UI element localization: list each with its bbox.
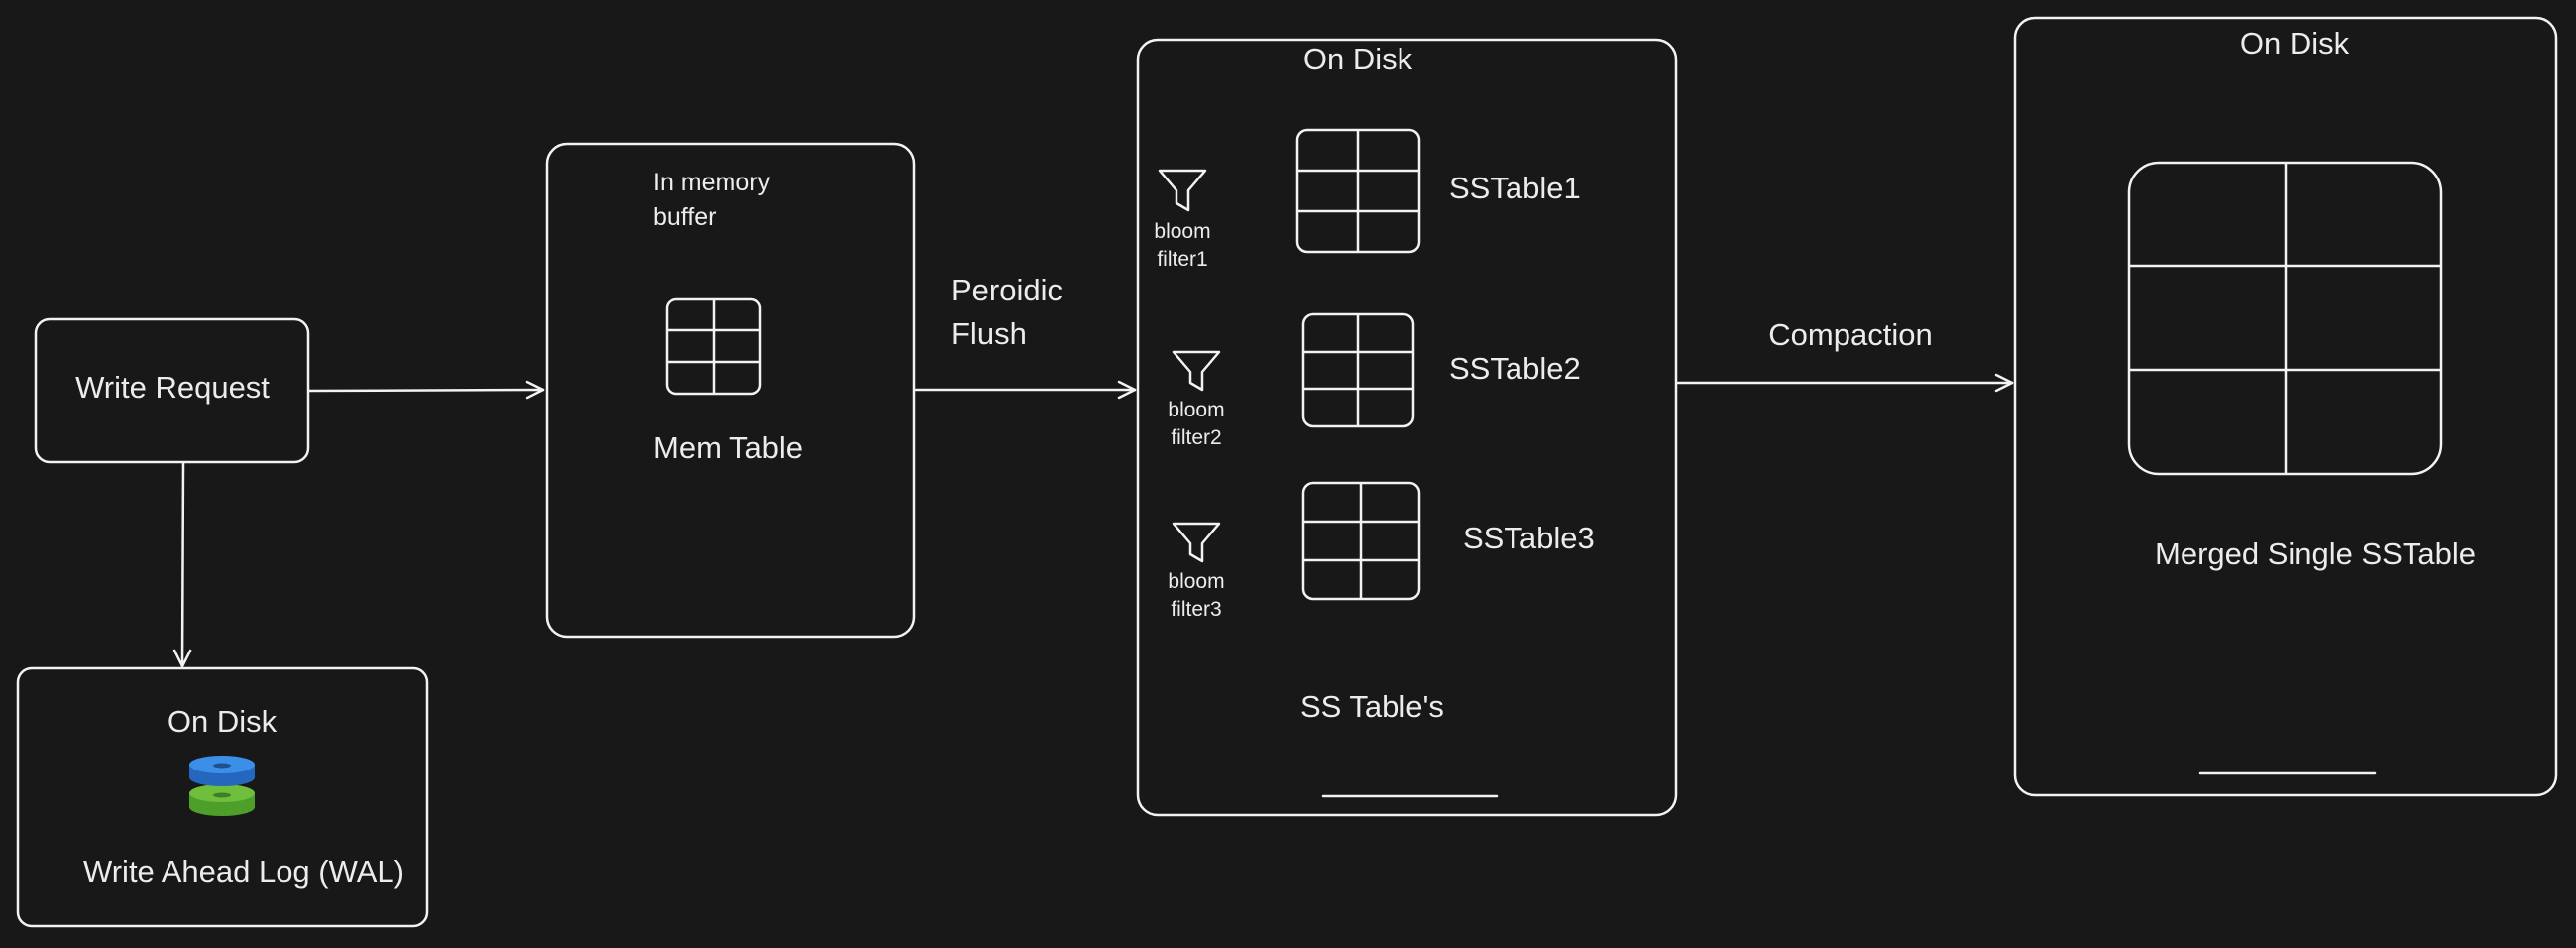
funnel-icon xyxy=(1172,522,1221,563)
sstables-node: On Disk bloom filter1 SSTable1 bloom fil… xyxy=(1136,38,1678,817)
flush-label-line2: Flush xyxy=(952,316,1027,351)
bloom-filter-label: filter2 xyxy=(1171,426,1221,449)
write-request-node: Write Request xyxy=(34,317,310,464)
sstables-title: On Disk xyxy=(1303,42,1413,76)
memtable-node: In memory buffer Mem Table xyxy=(545,142,916,639)
bloom-filter-label: filter1 xyxy=(1157,248,1207,271)
memtable-box xyxy=(545,142,916,639)
merged-node: On Disk Merged Single SSTable xyxy=(2013,16,2558,797)
write-request-label: Write Request xyxy=(75,370,270,405)
sstables-box xyxy=(1136,38,1678,817)
wal-title: On Disk xyxy=(168,704,278,739)
sstable-grid-icon xyxy=(1301,312,1415,428)
memtable-note-line1: In memory xyxy=(653,169,771,196)
sstable-row-2: bloom filter2 SSTable2 xyxy=(1168,312,1581,449)
merged-title: On Disk xyxy=(2240,26,2350,60)
merged-box xyxy=(2013,16,2558,797)
arrow-request-to-wal xyxy=(172,461,192,668)
wal-node: On Disk Write Ahead Log (WAL) xyxy=(16,666,429,928)
sstable-grid-icon xyxy=(1301,481,1421,601)
bloom-filter-label: bloom xyxy=(1168,570,1224,593)
bloom-filter-label: filter3 xyxy=(1171,598,1221,621)
funnel-icon xyxy=(1158,169,1207,212)
wal-box xyxy=(16,666,429,928)
sstable-label: SSTable2 xyxy=(1449,351,1581,386)
wal-label: Write Ahead Log (WAL) xyxy=(83,854,404,889)
merged-sstable-grid-icon xyxy=(2127,161,2443,476)
merged-label: Merged Single SSTable xyxy=(2155,536,2476,571)
sstable-row-3: bloom filter3 SSTable3 xyxy=(1168,481,1595,621)
sstable-label: SSTable3 xyxy=(1463,521,1595,555)
arrow-request-to-memtable xyxy=(307,380,545,400)
sstable-label: SSTable1 xyxy=(1449,171,1581,205)
compaction-label: Compaction xyxy=(1768,317,1932,352)
sstables-footer: SS Table's xyxy=(1300,689,1444,724)
sstable-row-1: bloom filter1 SSTable1 xyxy=(1154,128,1581,271)
memtable-grid-icon xyxy=(665,297,762,396)
flush-label-line1: Peroidic xyxy=(952,273,1063,307)
bloom-filter-label: bloom xyxy=(1154,220,1210,243)
memtable-label: Mem Table xyxy=(653,430,803,465)
bloom-filter-label: bloom xyxy=(1168,399,1224,421)
sstable-grid-icon xyxy=(1295,128,1421,254)
funnel-icon xyxy=(1172,350,1221,392)
database-icon xyxy=(189,756,255,816)
memtable-note-line2: buffer xyxy=(653,203,716,231)
